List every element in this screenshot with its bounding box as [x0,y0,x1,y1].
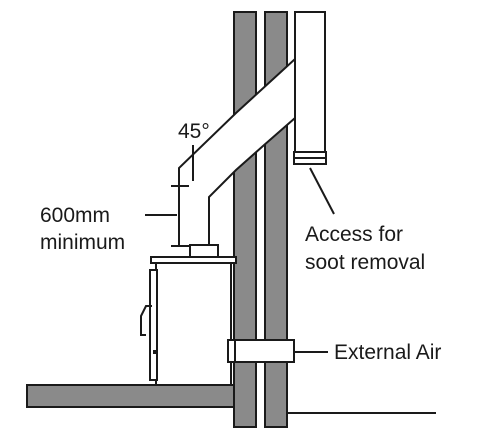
stove-hinge [153,350,157,354]
flue-collar [189,244,219,258]
external-vertical-flue [294,11,326,153]
height-label-line2: minimum [40,231,125,254]
access-leader [309,167,335,215]
external-air-label: External Air [334,341,441,364]
access-label-line2: soot removal [305,251,425,274]
stove-top-plate [150,256,237,264]
hearth-floor [26,384,245,408]
angle-label: 45° [178,120,210,143]
height-label-line1: 600mm [40,204,110,227]
inner-wall-leaf [233,11,257,428]
stove-body [155,257,232,386]
external-air-duct [227,339,295,363]
stove-door-handle [140,305,152,336]
access-label-line1: Access for [305,223,403,246]
stove-door-edge [149,269,158,381]
